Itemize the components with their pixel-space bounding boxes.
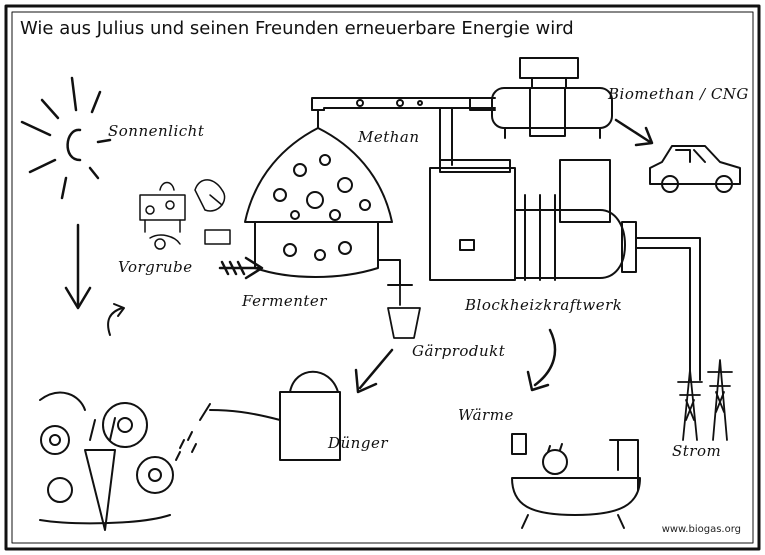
animals-feed-icon bbox=[139, 179, 231, 250]
page-title: Wie aus Julius und seinen Freunden erneu… bbox=[20, 18, 574, 39]
chp-engine-icon bbox=[429, 159, 637, 281]
label-gaerprodukt: Gärprodukt bbox=[412, 342, 506, 360]
label-waerme: Wärme bbox=[458, 406, 514, 424]
digestate-outlet-icon bbox=[387, 284, 421, 339]
curved-arrow-icon bbox=[107, 303, 125, 336]
plants-icon bbox=[39, 391, 174, 531]
watering-can-icon bbox=[175, 370, 341, 461]
label-strom: Strom bbox=[672, 442, 722, 460]
arrow-down-icon bbox=[64, 223, 92, 310]
gas-pipe-icon bbox=[311, 97, 496, 166]
label-biomethan: Biomethan / CNG bbox=[608, 85, 749, 103]
arrow-diagonal-icon bbox=[614, 118, 654, 147]
gas-upgrading-unit-icon bbox=[491, 57, 613, 139]
label-sonnenlicht: Sonnenlicht bbox=[108, 122, 205, 140]
label-fermenter: Fermenter bbox=[242, 292, 327, 310]
source-credit: www.biogas.org bbox=[661, 524, 741, 535]
power-pylon-icon bbox=[677, 359, 733, 441]
fermenter-tank-icon bbox=[244, 109, 413, 286]
label-duenger: Dünger bbox=[328, 434, 388, 452]
power-cable-icon bbox=[635, 237, 701, 381]
arrow-diagonal-down-icon bbox=[354, 348, 394, 394]
car-icon bbox=[649, 145, 741, 193]
label-vorgrube: Vorgrube bbox=[118, 258, 193, 276]
hatched-border bbox=[4, 4, 761, 551]
label-blockheizkraftwerk: Blockheizkraftwerk bbox=[465, 296, 623, 314]
label-methan: Methan bbox=[358, 128, 420, 146]
arrow-right-icon bbox=[218, 256, 264, 280]
sun-icon bbox=[20, 76, 112, 200]
bathtub-icon bbox=[511, 433, 641, 529]
arrow-curved-down-icon bbox=[526, 328, 557, 392]
